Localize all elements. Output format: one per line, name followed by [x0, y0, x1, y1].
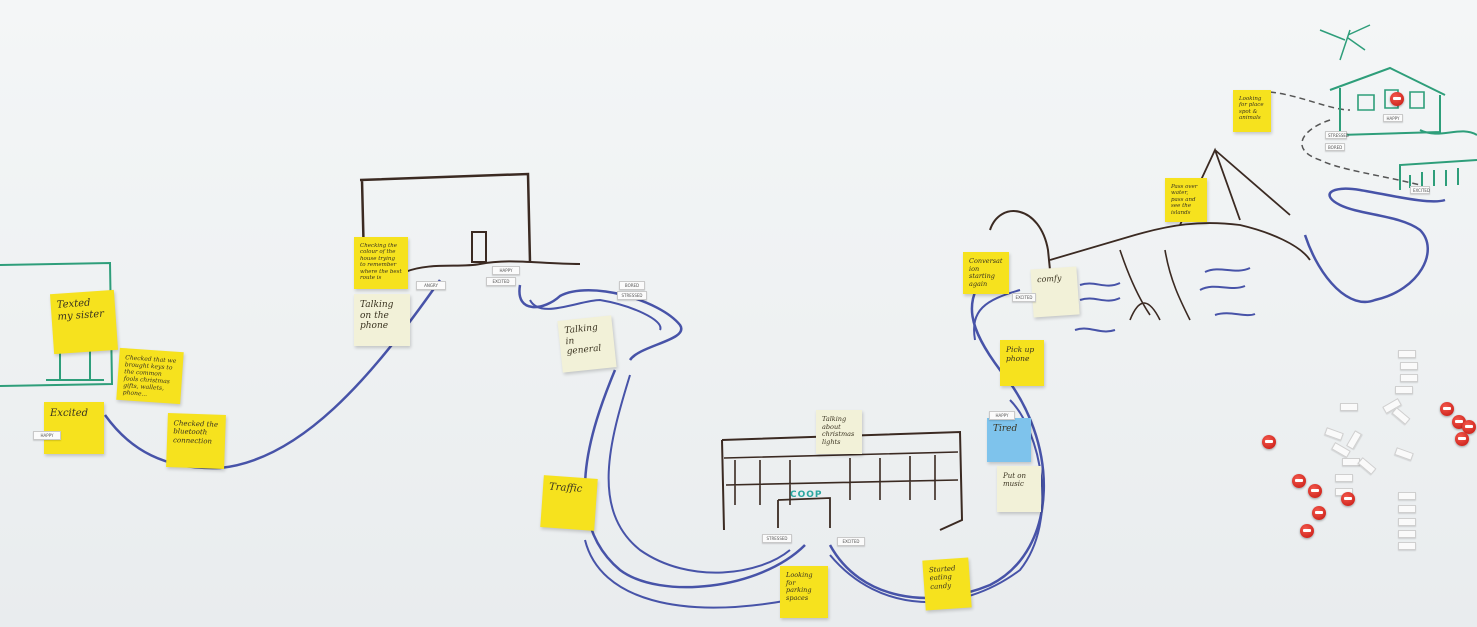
destination-house-windows: [1357, 89, 1425, 111]
spare-tag[interactable]: [1398, 530, 1416, 538]
spare-tag[interactable]: [1398, 505, 1416, 513]
spare-tag[interactable]: [1400, 374, 1418, 382]
red-magnet[interactable]: [1308, 484, 1322, 498]
hill: [989, 210, 1051, 271]
note-pass-over-water[interactable]: Pass over water, pass and see the island…: [1165, 178, 1207, 222]
note-excited[interactable]: Excited: [44, 402, 104, 454]
road-left: [103, 279, 442, 470]
house-door: [471, 231, 487, 263]
note-looking-parking[interactable]: Looking for parking spaces: [780, 566, 828, 618]
spare-tag[interactable]: [1340, 403, 1358, 411]
red-magnet[interactable]: [1312, 506, 1326, 520]
note-texted-sister[interactable]: Texted my sister: [49, 289, 119, 355]
road-right-loop-2: [829, 399, 1044, 603]
road-down-b: [607, 374, 791, 574]
tag-bored[interactable]: BORED: [619, 281, 645, 290]
tag-stressed[interactable]: STRESSED: [1325, 131, 1349, 139]
note-talking-general[interactable]: Talking in general: [557, 315, 617, 373]
note-checking-colour[interactable]: Checking the colour of the house trying …: [354, 237, 408, 289]
note-put-music[interactable]: Put on music: [997, 466, 1041, 512]
tag-happy[interactable]: HAPPY: [1383, 114, 1403, 122]
note-comfy[interactable]: comfy: [1030, 266, 1080, 318]
tag-excited[interactable]: EXCITED: [1012, 293, 1036, 302]
spare-tag[interactable]: [1398, 542, 1416, 550]
fence: [1399, 159, 1477, 190]
tag-excited[interactable]: EXCITED: [837, 537, 865, 546]
note-conversation-starting[interactable]: Conversation starting again: [963, 252, 1009, 294]
red-magnet[interactable]: [1440, 402, 1454, 416]
tag-happy[interactable]: HAPPY: [989, 411, 1015, 420]
road-wave-2: [529, 298, 662, 331]
road-down-a: [583, 369, 806, 589]
tag-happy[interactable]: HAPPY: [33, 431, 61, 440]
road-right-3: [973, 289, 1021, 341]
tag-angry[interactable]: ANGRY: [416, 281, 446, 290]
spare-tag[interactable]: [1395, 386, 1413, 394]
spare-tag[interactable]: [1400, 362, 1418, 370]
note-checked-keys[interactable]: Checked that we brought keys to the comm…: [116, 347, 184, 405]
red-magnet[interactable]: [1455, 432, 1469, 446]
dashed-path: [1269, 91, 1421, 186]
red-magnet[interactable]: [1390, 92, 1404, 106]
coop-sign: COOP: [790, 490, 823, 500]
tag-stressed[interactable]: STRESSED: [762, 534, 792, 543]
road-far-right: [1303, 187, 1446, 304]
red-magnet[interactable]: [1341, 492, 1355, 506]
note-checked-bluetooth[interactable]: Checked the bluetooth connection: [166, 413, 226, 469]
spare-tag[interactable]: [1398, 492, 1416, 500]
note-tired[interactable]: Tired: [987, 418, 1031, 462]
red-magnet[interactable]: [1300, 524, 1314, 538]
spare-tag[interactable]: [1335, 474, 1353, 482]
note-looking-places[interactable]: Looking for place spot & animals: [1233, 90, 1271, 132]
road-bottom-left: [584, 539, 791, 609]
ground-line: [404, 260, 581, 273]
note-pick-phone[interactable]: Pick up phone: [1000, 340, 1044, 386]
red-magnet[interactable]: [1462, 420, 1476, 434]
destination-house: [1329, 66, 1446, 137]
tag-happy[interactable]: HAPPY: [492, 266, 520, 275]
store-entrance: [777, 497, 831, 528]
spare-tag[interactable]: [1398, 350, 1416, 358]
cliffs: [1119, 249, 1191, 321]
store-windows: [723, 451, 959, 505]
note-started-eating[interactable]: Started eating candy: [922, 557, 972, 611]
destination-palm: [1319, 24, 1371, 61]
note-talking-phone[interactable]: Talking on the phone: [354, 294, 410, 346]
tag-excited[interactable]: EXCITED: [1410, 186, 1430, 194]
red-magnet[interactable]: [1262, 435, 1276, 449]
green-scribble: [1419, 129, 1477, 136]
note-traffic[interactable]: Traffic: [540, 475, 598, 531]
spare-tag[interactable]: [1398, 518, 1416, 526]
note-talking-christmas[interactable]: Talking about christmas lights: [816, 410, 862, 454]
red-magnet[interactable]: [1292, 474, 1306, 488]
tag-excited[interactable]: EXCITED: [486, 277, 516, 286]
tag-stressed[interactable]: STRESSED: [617, 291, 647, 300]
tag-bored[interactable]: BORED: [1325, 143, 1345, 151]
water-waves: [1074, 267, 1256, 333]
